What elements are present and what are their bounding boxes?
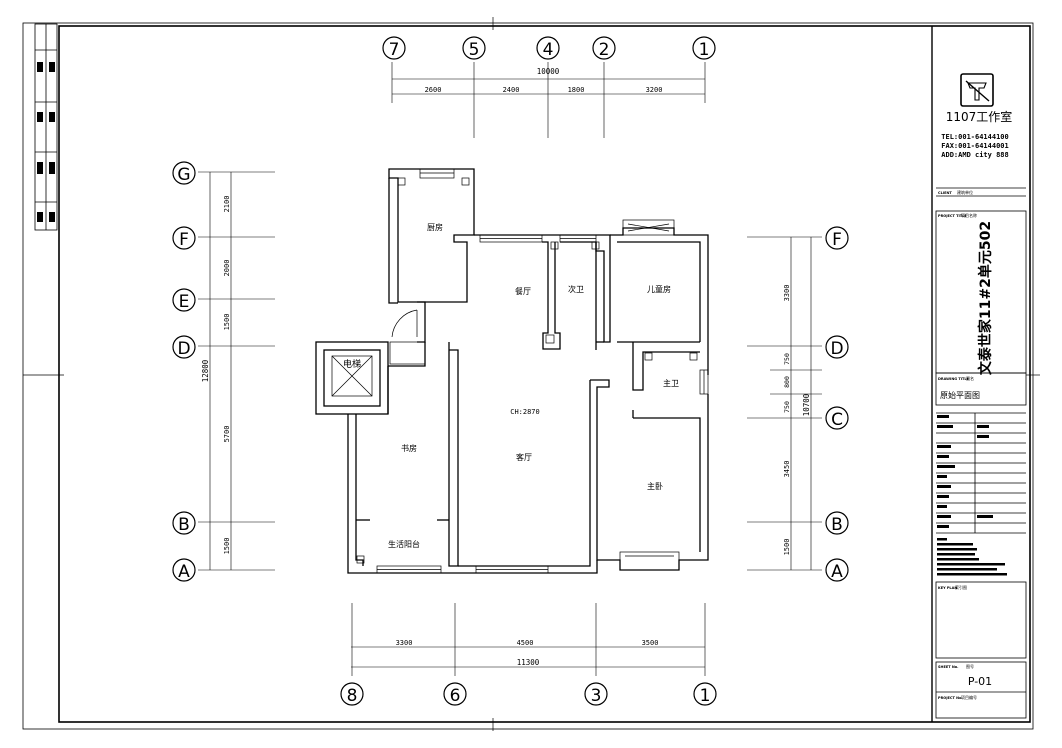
project-number-label-value: 项目编号 [961, 694, 977, 700]
room-label-second-bath: 次卫 [568, 284, 584, 294]
grid-axis-label: 3 [591, 686, 602, 706]
key-plan-label: KEY PLAN [938, 586, 957, 590]
right-grid-axis-bubbles: F D C B A [825, 226, 849, 582]
sheet-outer-border [22, 22, 1034, 730]
top-dimension-segment: 3200 [646, 86, 663, 94]
grid-axis-label: 7 [389, 40, 400, 60]
right-dimension-segment: 3450 [783, 461, 791, 478]
bottom-total-dimension: 11300 [517, 658, 540, 667]
grid-axis-label: B [178, 515, 190, 535]
studio-fax: FAX:001-64144001 [941, 142, 1008, 150]
grid-axis-label: 5 [469, 40, 480, 60]
drawing-title-label-value: 图名 [966, 375, 974, 381]
right-dimension-segment: 800 [783, 376, 791, 388]
left-total-dimension: 12800 [201, 359, 210, 382]
room-label-living: 客厅 [516, 452, 532, 462]
bottom-dimension-group: 3300 4500 3500 11300 [351, 603, 706, 676]
grid-axis-label: 2 [599, 40, 610, 60]
grid-axis-label: A [831, 562, 843, 582]
top-dimension-segment: 1800 [568, 86, 585, 94]
grid-axis-label: A [178, 562, 190, 582]
right-dimension-segment: 750 [783, 353, 791, 365]
right-dimension-segment: 750 [783, 401, 791, 413]
grid-axis-label: 4 [543, 40, 554, 60]
grid-axis-label: F [832, 230, 842, 250]
left-dimension-segment: 1500 [223, 538, 231, 555]
room-label-kitchen: 厨房 [427, 222, 443, 232]
bottom-dimension-segment: 4500 [517, 639, 534, 647]
title-block: 1107工作室 TEL:001-64144100 FAX:001-6414400… [935, 73, 1027, 719]
bottom-dimension-segment: 3300 [396, 639, 413, 647]
left-dimension-segment: 2000 [223, 260, 231, 277]
grid-axis-label: 1 [699, 40, 710, 60]
left-dimension-segment: 2100 [223, 196, 231, 213]
sheet-number-label: SHEET No. [938, 665, 959, 669]
title-block-notes [937, 538, 1007, 576]
grid-axis-label: D [830, 339, 843, 359]
client-label: CLIENT [938, 191, 952, 195]
bottom-dimension-segment: 3500 [642, 639, 659, 647]
studio-name: 1107工作室 [946, 109, 1013, 124]
drawing-title-label: DRAWING TITLE [938, 377, 970, 381]
ceiling-height-label: CH:2870 [510, 408, 540, 416]
grid-axis-label: 6 [450, 686, 461, 706]
room-label-elevator: 电梯 [343, 358, 361, 370]
title-block-info-rows [936, 412, 1026, 534]
sheet-number: P-01 [968, 675, 992, 688]
room-label-dining: 餐厅 [515, 287, 531, 296]
bottom-grid-axis-bubbles: 8 6 3 1 [340, 682, 717, 706]
right-total-dimension: 10700 [802, 393, 811, 416]
left-dimension-segment: 1500 [223, 314, 231, 331]
room-label-master-bath: 主卫 [663, 378, 679, 388]
room-labels: 厨房 餐厅 次卫 儿童房 电梯 主卫 CH:2870 书房 客厅 主卧 生活阳台 [343, 222, 679, 549]
left-grid-axis-bubbles: G F E D B A [172, 161, 196, 582]
left-dimension-group: 2100 2000 1500 5700 1500 12800 [198, 171, 275, 571]
right-dimension-segment: 1500 [783, 539, 791, 556]
room-label-study: 书房 [401, 443, 417, 453]
key-plan-value: 索引图 [955, 584, 967, 590]
room-label-kids-room: 儿童房 [647, 284, 671, 294]
right-dimension-group: 3300 750 800 750 3450 1500 10700 [747, 236, 822, 571]
project-number-label: PROJECT No. [938, 696, 963, 700]
client-value: 建筑单位 [957, 189, 973, 195]
right-dimension-segment: 3300 [783, 285, 791, 302]
project-name: 文泰世家11#2单元502 [977, 221, 994, 375]
top-dimension-segment: 2600 [425, 86, 442, 94]
grid-axis-label: 1 [700, 686, 711, 706]
revision-strip [34, 23, 58, 231]
grid-axis-label: 8 [347, 686, 358, 706]
top-grid-axis-bubbles: 7 5 4 2 1 [382, 36, 716, 60]
studio-address: ADD:AMD city 888 [941, 151, 1008, 159]
grid-axis-label: E [179, 292, 190, 312]
drawing-title: 原始平面图 [940, 390, 980, 400]
project-title-label: PROJECT TITLE [938, 214, 967, 218]
studio-tel: TEL:001-64144100 [941, 133, 1008, 141]
top-dimension-segment: 2400 [503, 86, 520, 94]
top-total-dimension: 10000 [537, 67, 560, 76]
project-title-label-value: 项目名称 [961, 212, 977, 218]
grid-axis-label: C [831, 410, 843, 430]
drawing-frame [58, 25, 1031, 723]
grid-axis-label: B [831, 515, 843, 535]
top-dimension-group: 10000 2600 2400 1800 3200 [391, 62, 706, 138]
room-label-master-bedroom: 主卧 [647, 481, 663, 491]
studio-logo-icon [960, 73, 994, 107]
grid-axis-label: F [179, 230, 189, 250]
sheet-number-label-value: 图号 [966, 663, 974, 669]
left-dimension-segment: 5700 [223, 426, 231, 443]
grid-axis-label: D [177, 339, 190, 359]
walls [315, 168, 709, 574]
room-label-balcony: 生活阳台 [388, 539, 420, 549]
grid-axis-label: G [177, 165, 190, 185]
